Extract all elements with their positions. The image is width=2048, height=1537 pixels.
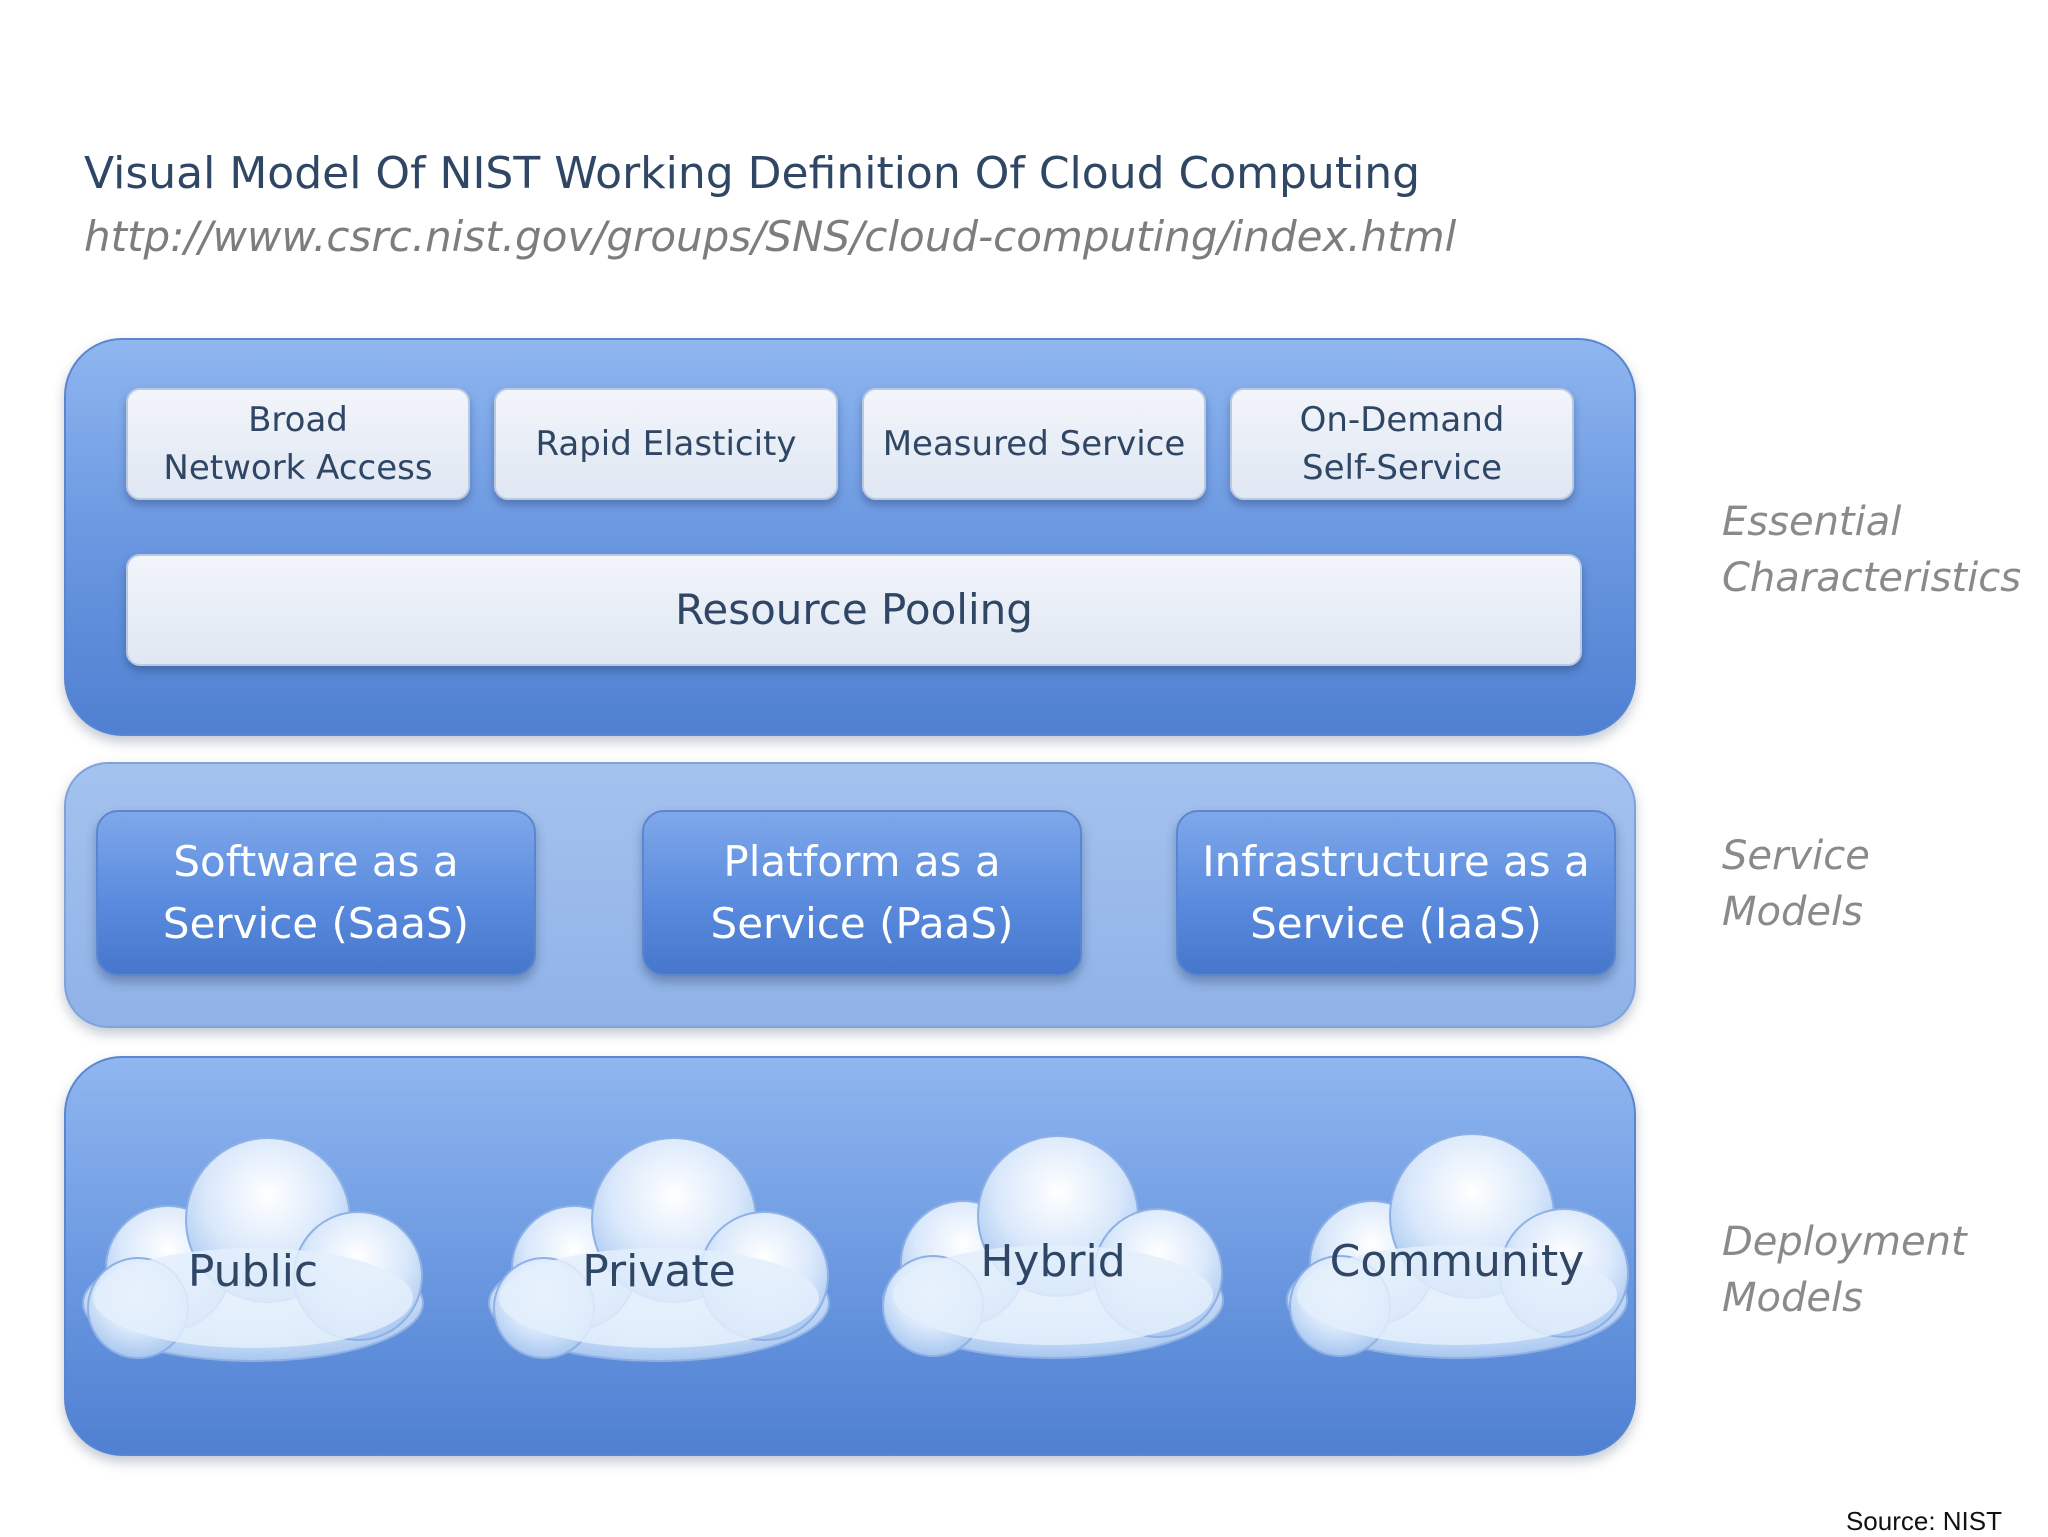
diagram-url: http://www.csrc.nist.gov/groups/SNS/clou…	[84, 212, 1457, 261]
deployment-label-public: Public	[187, 1246, 319, 1297]
label-service-models: Service Models	[1722, 833, 1870, 935]
essential-item-measured-service: Measured Service	[862, 388, 1206, 500]
cloud-icon	[82, 1137, 424, 1362]
essential-item-rapid-elasticity: Rapid Elasticity	[494, 388, 838, 500]
deployment-cloud-community: Community	[1272, 1128, 1642, 1368]
diagram-title: Visual Model Of NIST Working Definition …	[84, 148, 1421, 199]
deployment-label-community: Community	[1329, 1236, 1585, 1287]
deployment-label-private: Private	[582, 1246, 736, 1297]
deployment-label-hybrid: Hybrid	[980, 1236, 1126, 1287]
cloud-icon	[882, 1135, 1224, 1359]
deployment-cloud-private: Private	[474, 1128, 844, 1368]
label-deployment-models: Deployment Models	[1722, 1219, 1967, 1321]
source-credit: Source: NIST	[1845, 1506, 2002, 1536]
cloud-icon	[1286, 1133, 1629, 1359]
deployment-cloud-public: Public	[68, 1128, 438, 1368]
deployment-cloud-hybrid: Hybrid	[868, 1128, 1238, 1368]
cloud-icon	[488, 1137, 830, 1362]
label-essential-characteristics: Essential Characteristics	[1722, 499, 2022, 601]
resource-pooling: Resource Pooling	[126, 554, 1582, 666]
